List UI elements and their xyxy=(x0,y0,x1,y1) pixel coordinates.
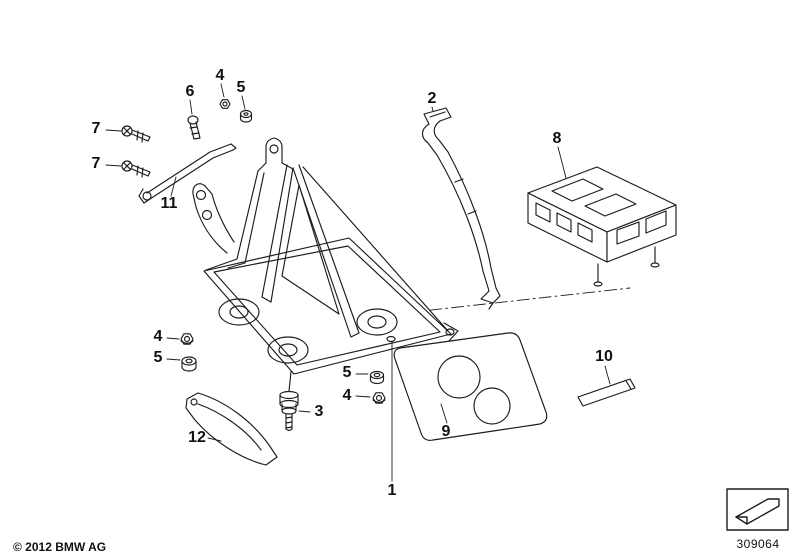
drawing-number: 309064 xyxy=(736,537,780,551)
callout-8: 8 xyxy=(552,130,562,147)
callout-3: 3 xyxy=(314,403,324,420)
center-axis-line xyxy=(386,288,630,315)
callout-1: 1 xyxy=(387,482,397,499)
part-1-battery-tray xyxy=(193,138,458,391)
part-6-bolt xyxy=(188,116,200,139)
part-4-nut-left xyxy=(181,334,193,344)
callout-11: 11 xyxy=(160,195,178,212)
part-10-rod xyxy=(578,379,635,406)
part-9-base-plate xyxy=(394,333,547,440)
callout-4-left: 4 xyxy=(153,328,163,345)
part-11-bracket-rod xyxy=(139,144,236,203)
part-12-lower-bracket xyxy=(186,393,277,465)
callout-6: 6 xyxy=(185,83,195,100)
callout-5-center: 5 xyxy=(342,364,352,381)
leader-lines xyxy=(106,84,610,481)
copyright-text: © 2012 BMW AG xyxy=(13,540,107,554)
callout-2: 2 xyxy=(427,90,437,107)
callout-4-center: 4 xyxy=(342,387,352,404)
callout-5-top: 5 xyxy=(236,79,246,96)
part-4-nut-top xyxy=(220,100,230,109)
callout-12: 12 xyxy=(188,429,206,446)
part-3-rubber-mount xyxy=(280,392,298,431)
part-5-washer-top xyxy=(241,111,252,123)
part-8-battery-holder xyxy=(528,167,676,286)
part-4-nut-center xyxy=(373,393,385,403)
part-2-battery-strap xyxy=(422,108,500,309)
callout-10: 10 xyxy=(595,348,613,365)
part-7-screw-lower xyxy=(122,161,150,177)
callout-4-top: 4 xyxy=(215,67,225,84)
callout-9: 9 xyxy=(441,423,451,440)
direction-arrow-icon xyxy=(727,489,788,530)
part-7-screw-upper xyxy=(122,126,150,142)
callout-5-left: 5 xyxy=(153,349,163,366)
callout-7-upper: 7 xyxy=(91,120,101,137)
callout-7-lower: 7 xyxy=(91,155,101,172)
part-5-washer-center xyxy=(371,372,384,384)
part-5-washer-left xyxy=(182,357,196,371)
